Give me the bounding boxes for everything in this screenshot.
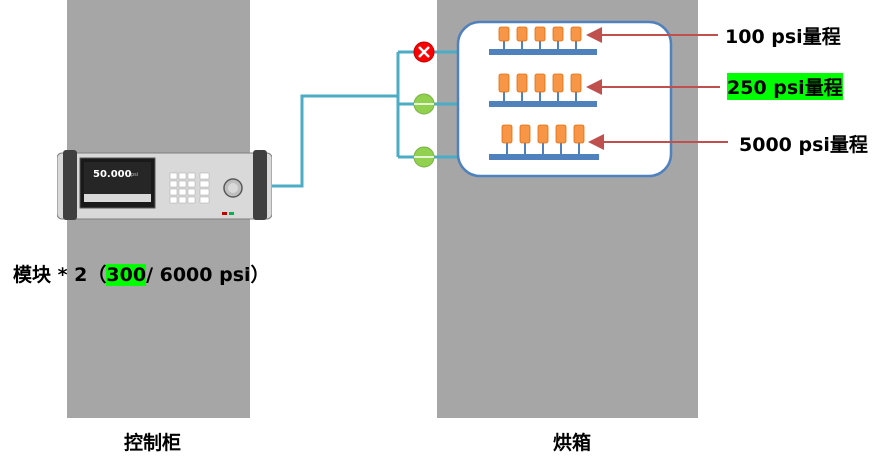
sensor-manifold-5000psi bbox=[489, 124, 599, 160]
range-label-100psi: 100 psi量程 bbox=[725, 26, 841, 48]
open-valve-icon bbox=[413, 146, 435, 168]
sensor-manifold-100psi bbox=[489, 26, 597, 55]
pipe-network bbox=[268, 50, 489, 188]
range-label-5000psi: 5000 psi量程 bbox=[739, 134, 868, 156]
control-cabinet-label: 控制柜 bbox=[124, 432, 182, 454]
range-label-250psi: 250 psi量程 bbox=[727, 73, 843, 100]
sensor-manifold-250psi bbox=[489, 73, 597, 107]
pointer-arrows bbox=[586, 27, 728, 150]
module-label-prefix: 模块 * 2（ bbox=[13, 264, 107, 286]
pressure-controller-instrument: 50.000 psi bbox=[56, 150, 273, 220]
instrument-display-value: 50.000 bbox=[93, 169, 132, 180]
oven-label: 烘箱 bbox=[553, 432, 592, 454]
closed-x-icon bbox=[413, 41, 435, 63]
instrument-display-unit: psi bbox=[131, 172, 139, 178]
open-valve-icon bbox=[413, 93, 435, 115]
module-label-suffix: / 6000 psi） bbox=[146, 264, 270, 286]
module-label-highlight: 300 bbox=[106, 264, 147, 286]
module-label: 模块 * 2（300/ 6000 psi） bbox=[13, 260, 270, 287]
oven-enclosure bbox=[456, 20, 673, 178]
